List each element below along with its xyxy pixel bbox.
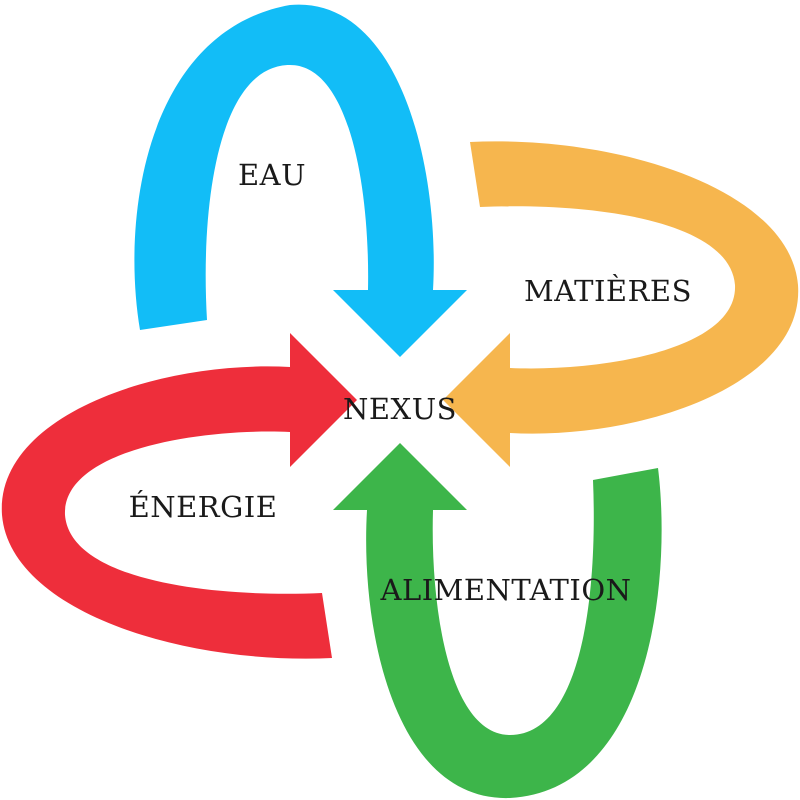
eau-label: EAU xyxy=(238,158,306,192)
alimentation-arrow-head xyxy=(333,443,467,510)
alimentation-label: ALIMENTATION xyxy=(380,573,632,607)
eau-arrow-head xyxy=(333,290,467,357)
materieres-arrow xyxy=(443,141,799,467)
materieres-label: MATIÈRES xyxy=(524,273,692,308)
center-label: NEXUS xyxy=(343,392,457,426)
energie-arrow-band xyxy=(1,366,333,659)
materieres-arrow-head xyxy=(443,333,510,467)
alimentation-arrow xyxy=(333,443,662,799)
energie-label: ÉNERGIE xyxy=(129,489,278,524)
alimentation-arrow-band xyxy=(366,468,662,799)
energie-arrow-head xyxy=(290,333,357,467)
materieres-arrow-band xyxy=(470,141,799,434)
eau-arrow-band xyxy=(134,4,434,331)
energie-arrow xyxy=(1,333,357,659)
eau-arrow xyxy=(134,4,467,357)
